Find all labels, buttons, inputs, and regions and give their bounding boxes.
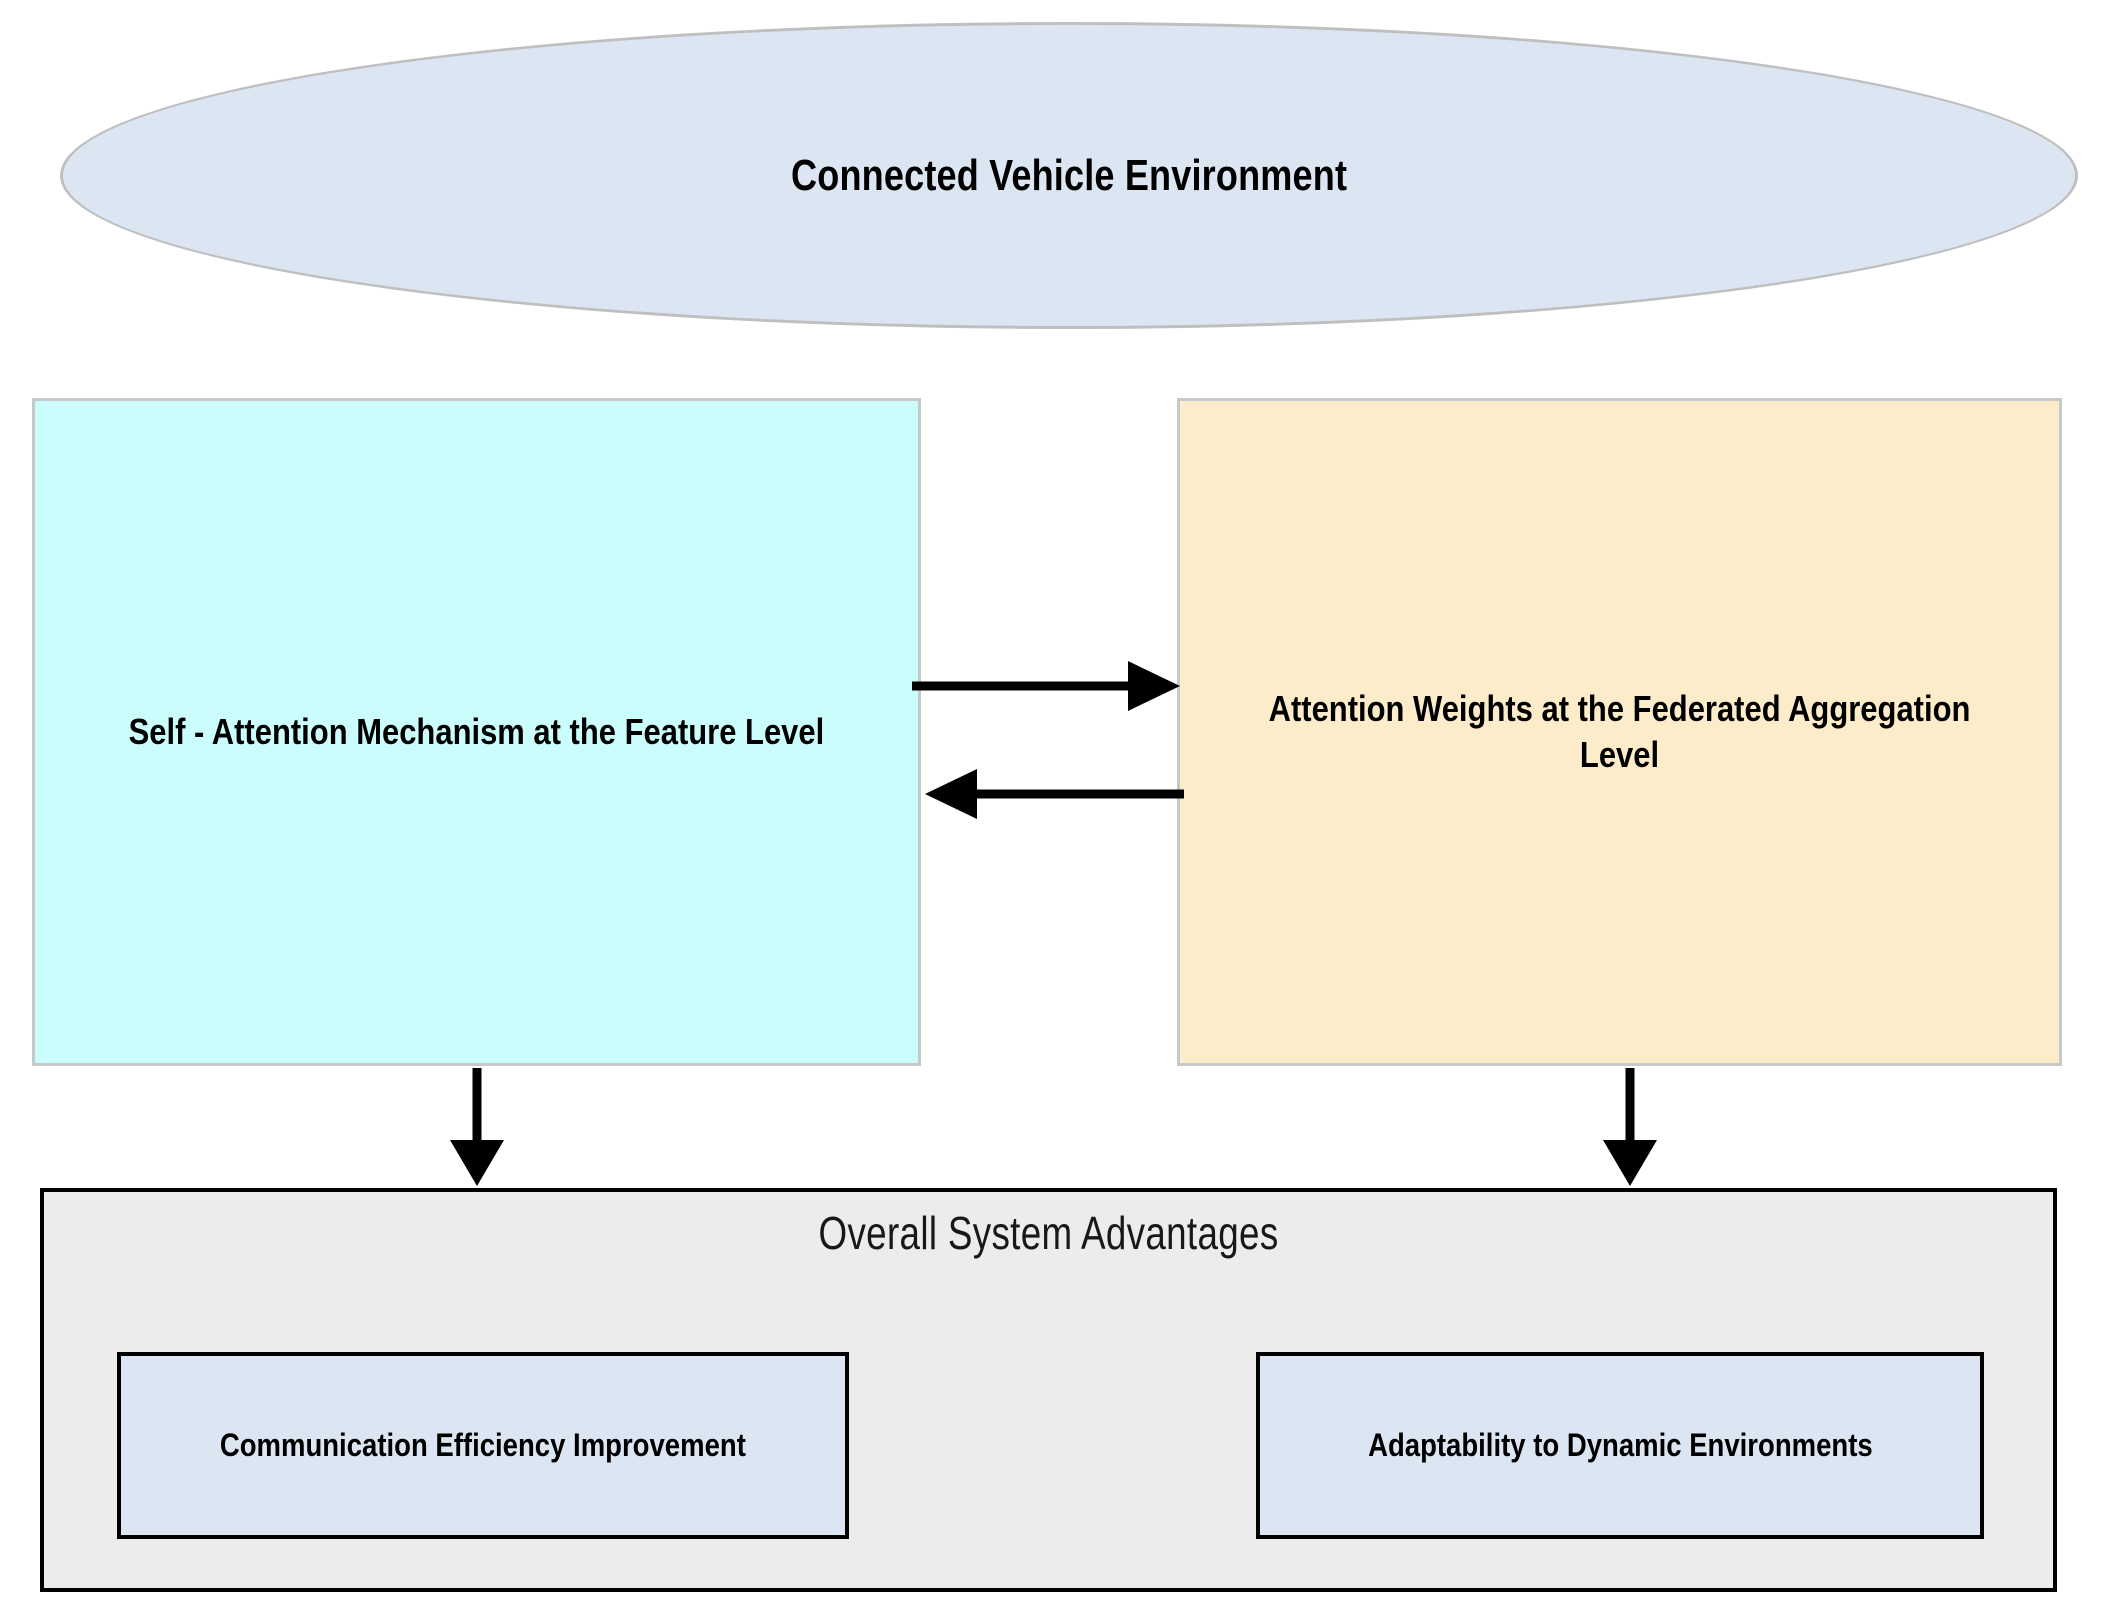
self-attention-mechanism-label: Self - Attention Mechanism at the Featur…: [128, 710, 825, 752]
arrow-attention-weights-to-advantages: [1603, 1068, 1657, 1186]
advantage-card-adaptability-label: Adaptability to Dynamic Environments: [1367, 1426, 1873, 1463]
attention-weights-node: Attention Weights at the Federated Aggre…: [1177, 398, 2062, 1066]
overall-system-advantages-title: Overall System Advantages: [44, 1206, 2053, 1260]
advantage-card-communication-efficiency-label: Communication Efficiency Improvement: [219, 1426, 747, 1463]
advantage-card-adaptability: Adaptability to Dynamic Environments: [1256, 1352, 1984, 1539]
self-attention-mechanism-node: Self - Attention Mechanism at the Featur…: [32, 398, 921, 1066]
overall-system-advantages-title-text: Overall System Advantages: [818, 1207, 1279, 1259]
arrow-self-attention-to-attention-weights: [912, 661, 1180, 711]
arrow-attention-weights-to-self-attention: [925, 769, 1184, 819]
connected-vehicle-environment-ellipse: Connected Vehicle Environment: [60, 22, 2078, 329]
attention-weights-label: Attention Weights at the Federated Aggre…: [1268, 687, 1971, 775]
connected-vehicle-environment-label: Connected Vehicle Environment: [790, 150, 1348, 200]
advantage-card-communication-efficiency: Communication Efficiency Improvement: [117, 1352, 849, 1539]
overall-system-advantages-panel: Overall System Advantages Communication …: [40, 1188, 2057, 1592]
arrow-self-attention-to-advantages: [450, 1068, 504, 1186]
